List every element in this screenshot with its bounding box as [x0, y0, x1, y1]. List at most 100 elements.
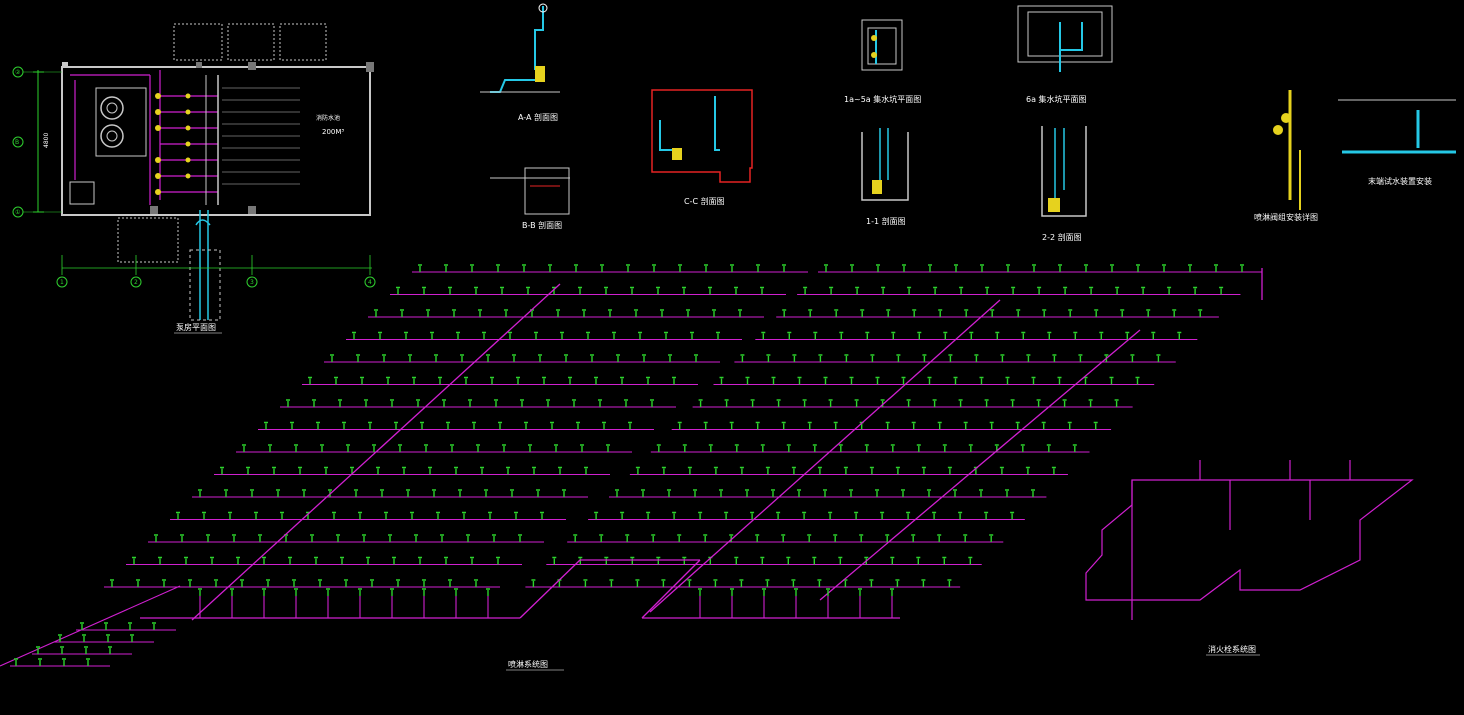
section-22: 2-2 剖面图	[1041, 126, 1087, 242]
sprinkler-head-icon	[266, 579, 270, 587]
s22-title: 2-2 剖面图	[1042, 232, 1082, 242]
sprinkler-head-icon	[776, 511, 781, 520]
sprinkler-head-icon	[326, 588, 330, 596]
sprinkler-head-icon	[512, 354, 516, 362]
sprinkler-head-icon	[1000, 354, 1005, 362]
sprinkler-head-icon	[656, 286, 660, 295]
sprinkler-head-icon	[162, 579, 166, 587]
sprinkler-head-icon	[242, 444, 246, 452]
sprinkler-head-icon	[1114, 399, 1119, 407]
sprinkler-head-icon	[240, 579, 244, 587]
sprinkler-head-icon	[1115, 286, 1120, 295]
sprinkler-head-icon	[608, 309, 612, 317]
sprinkler-head-icon	[1172, 309, 1177, 317]
sprinkler-head-icon	[771, 376, 776, 385]
sprinkler-head-icon	[276, 489, 280, 497]
sprinkler-head-icon	[954, 264, 958, 272]
sprinkler-head-icon	[660, 309, 664, 317]
sprinkler-head-icon	[1151, 331, 1156, 340]
sprinkler-head-icon	[560, 331, 564, 340]
sprinkler-head-icon	[432, 489, 436, 497]
sprinkler-head-icon	[458, 489, 462, 497]
sprinkler-head-icon	[797, 376, 802, 385]
sprinkler-head-icon	[628, 421, 632, 430]
section-aa: A-A 剖面图	[480, 3, 560, 122]
sprinkler-head-icon	[833, 421, 838, 430]
sprinkler-head-icon	[719, 489, 723, 497]
sprinkler-head-icon	[520, 399, 524, 407]
sprinkler-head-icon	[781, 421, 786, 430]
sprinkler-head-icon	[745, 489, 749, 497]
sprinkler-head-icon	[254, 511, 258, 520]
sprinkler-head-icon	[1072, 444, 1077, 452]
tank-label: 消防水池	[316, 114, 340, 122]
sprinkler-head-icon	[807, 534, 812, 542]
sprinkler-head-icon	[582, 309, 586, 317]
sprinkler-head-icon	[864, 444, 869, 452]
sprinkler-head-icon	[890, 588, 894, 596]
sprinkler-head-icon	[895, 466, 900, 475]
sprinkler-head-icon	[158, 556, 162, 565]
sprinkler-head-icon	[682, 286, 686, 295]
sprinkler-head-icon	[938, 309, 943, 317]
spur-pipe	[0, 585, 181, 667]
sprinkler-head-icon	[1156, 354, 1161, 362]
sprinkler-head-icon	[734, 286, 738, 295]
sprinkler-head-icon	[396, 286, 400, 295]
sprinkler-head-icon	[885, 421, 890, 430]
sprinkler-head-icon	[414, 534, 418, 542]
sprinkler-head-icon	[1214, 264, 1218, 272]
sprinkler-head-icon	[354, 489, 358, 497]
sprinkler-head-icon	[1032, 264, 1036, 272]
sprinkler-head-icon	[400, 309, 404, 317]
sprinkler-head-icon	[198, 489, 202, 497]
sprinkler-head-icon	[922, 354, 927, 362]
sprinkler-head-icon	[1062, 399, 1067, 407]
section-bb: B-B 剖面图	[490, 167, 570, 230]
sprinkler-head-icon	[573, 534, 578, 542]
sprinkler-head-icon	[1078, 354, 1083, 362]
sprinkler-head-icon	[396, 579, 400, 587]
hydrant-system-diagram	[1085, 460, 1414, 620]
sprinkler-head-icon	[672, 511, 677, 520]
sprinkler-head-icon	[1089, 286, 1094, 295]
sprinkler-head-icon	[404, 331, 408, 340]
sprinkler-head-icon	[828, 511, 833, 520]
sprinkler-head-icon	[1073, 331, 1078, 340]
pump-room-plan: 4800 ② B ①	[12, 23, 376, 334]
sprinkler-head-icon	[762, 588, 766, 596]
sprinkler-head-icon	[990, 309, 995, 317]
sprinkler-head-icon	[1057, 376, 1062, 385]
sprinkler-head-icon	[932, 399, 937, 407]
sprinkler-head-icon	[740, 354, 745, 362]
sprinkler-head-icon	[470, 264, 474, 272]
sprinkler-head-icon	[765, 466, 770, 475]
sprinkler-head-icon	[921, 579, 926, 587]
s11-title: 1-1 剖面图	[866, 216, 906, 226]
sprinkler-head-icon	[968, 444, 973, 452]
sprinkler-head-icon	[755, 421, 760, 430]
sprinkler-head-icon	[600, 264, 604, 272]
tank-volume: 200M³	[322, 128, 344, 136]
sprinkler-head-icon	[498, 421, 502, 430]
sprinkler-head-icon	[476, 444, 480, 452]
sprinkler-head-icon	[1125, 331, 1130, 340]
sprinkler-head-icon	[206, 534, 210, 542]
valve-detail: 喷淋阀组安装详图	[1254, 90, 1318, 222]
sprinkler-head-icon	[625, 534, 630, 542]
sprinkler-head-icon	[382, 354, 386, 362]
sprinkler-head-icon	[921, 466, 926, 475]
grid-col-2: 2	[134, 279, 138, 286]
sprinkler-head-icon	[314, 556, 318, 565]
sprinkler-head-icon	[316, 421, 320, 430]
sprinkler-head-icon	[584, 466, 588, 475]
sprinkler-head-icon	[502, 444, 506, 452]
sprinkler-head-icon	[422, 579, 426, 587]
sprinkler-head-icon	[198, 588, 202, 596]
sprinkler-head-icon	[843, 466, 848, 475]
sprinkler-head-icon	[538, 354, 542, 362]
sprinkler-head-icon	[522, 264, 526, 272]
sprinkler-head-icon	[875, 376, 880, 385]
sprinkler-head-icon	[869, 466, 874, 475]
